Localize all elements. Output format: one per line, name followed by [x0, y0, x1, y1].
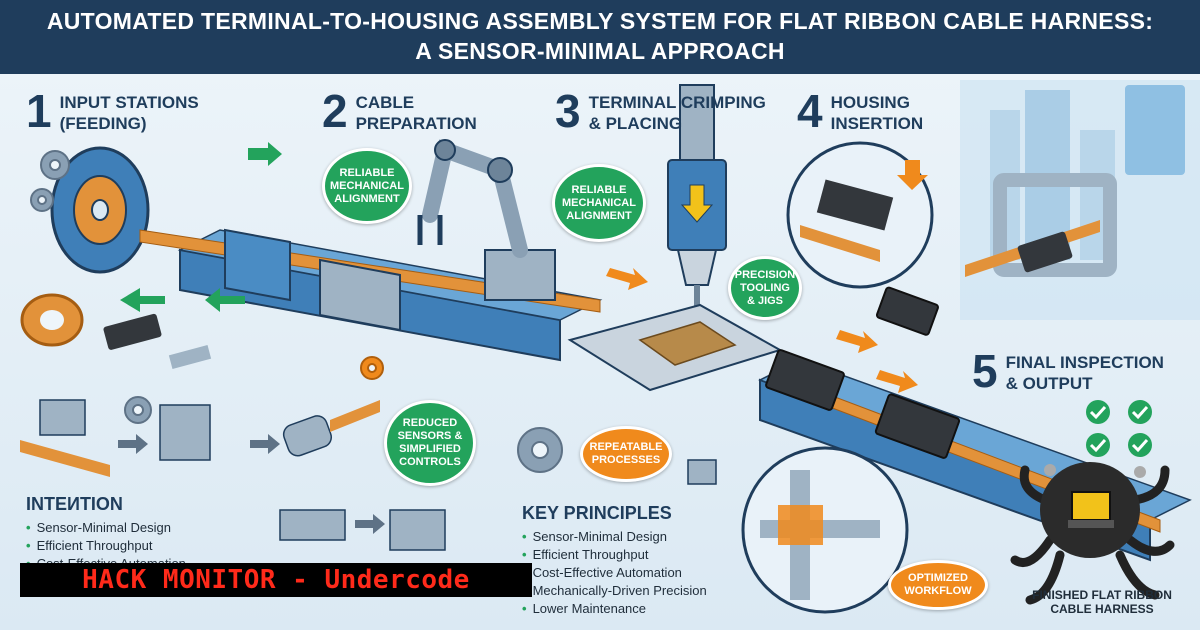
watermark-text: HACK MONITOR - Undercode	[82, 565, 470, 595]
key-principles-heading: KEY PRINCIPLES	[522, 503, 672, 523]
gear-icon	[360, 356, 384, 380]
key-principles-list: KEY PRINCIPLES •Sensor-Minimal Design •E…	[522, 503, 707, 618]
stage-title: TERMINAL CRIMPING& PLACING	[588, 93, 766, 133]
stage-title: INPUT STATIONS(FEEDING)	[59, 93, 199, 133]
robot-arm	[422, 139, 528, 258]
stage-1-heading: 1 INPUT STATIONS(FEEDING)	[26, 88, 199, 134]
robot-base	[484, 249, 556, 301]
watermark-banner: HACK MONITOR - Undercode	[20, 563, 532, 597]
list-item: •Sensor-Minimal Design	[522, 529, 667, 544]
wire-coil-center	[40, 310, 64, 330]
connector-part	[103, 313, 162, 350]
stage-5-heading: 5 FINAL INSPECTION& OUTPUT	[972, 348, 1164, 394]
mini-crimper	[39, 399, 86, 436]
detail-block	[778, 505, 823, 545]
list-item: •Lower Maintenance	[522, 601, 647, 616]
stage-number: 1	[26, 85, 52, 137]
stage-number: 5	[972, 345, 998, 397]
mini-press	[159, 404, 211, 461]
stage-number: 3	[555, 85, 581, 137]
intention-heading: INTEИTION	[26, 494, 123, 514]
stage-number: 2	[322, 85, 348, 137]
city-screen	[1125, 85, 1185, 175]
mini-ribbon	[20, 440, 110, 477]
mini-part	[687, 459, 717, 485]
title-banner: AUTOMATED TERMINAL-TO-HOUSING ASSEMBLY S…	[0, 0, 1200, 74]
check-icon	[1086, 400, 1152, 457]
crimp-needle	[694, 285, 700, 313]
finished-harness-label: FINISHED FLAT RIBBON CABLE HARNESS	[1032, 588, 1172, 616]
mini-ribbon	[330, 400, 380, 432]
arrow-icon	[606, 268, 918, 393]
mini-actuator	[389, 509, 446, 551]
stage-number: 4	[797, 85, 823, 137]
terminal-pin-block	[638, 321, 737, 366]
feeding-station	[224, 228, 291, 302]
terminal-part	[168, 345, 212, 369]
page-title-line2: A SENSOR-MINIMAL APPROACH	[415, 38, 785, 64]
crimp-arrow	[680, 184, 714, 223]
cable-reel-hub	[91, 199, 109, 221]
mini-roller	[282, 415, 333, 457]
stage-3-heading: 3 TERMINAL CRIMPING& PLACING	[555, 88, 766, 134]
list-item: •Cost-Effective Automation	[522, 565, 682, 580]
zoom-down-arrow	[897, 160, 928, 190]
zoom-housing	[816, 179, 894, 231]
robot-gripper	[417, 215, 443, 245]
preparation-frame	[319, 258, 401, 332]
housing-connector	[876, 286, 939, 336]
stage-title: FINAL INSPECTION& OUTPUT	[1005, 353, 1164, 393]
mini-actuator	[279, 509, 346, 541]
list-item: •Mechanically-Driven Precision	[522, 583, 707, 598]
housing-connector	[874, 393, 961, 459]
octopus-hacker-logo	[1010, 462, 1175, 605]
list-item: •Efficient Throughput	[522, 547, 649, 562]
page-title-line1: AUTOMATED TERMINAL-TO-HOUSING ASSEMBLY S…	[46, 8, 1154, 34]
arrow-icon	[120, 142, 282, 312]
list-item: •Efficient Throughput	[26, 538, 153, 553]
intention-list: INTEИTION •Sensor-Minimal Design •Effici…	[26, 494, 186, 573]
arrow-icon	[118, 434, 385, 534]
crimp-head	[676, 249, 718, 286]
zoom-ribbon	[800, 225, 880, 262]
list-item: •Sensor-Minimal Design	[26, 520, 171, 535]
crimp-press-top	[679, 84, 715, 161]
inspection-arch	[993, 173, 1117, 277]
inspection-housing	[1017, 231, 1073, 273]
robot-joint	[434, 139, 456, 161]
gear-icon	[30, 150, 563, 473]
housing-connector	[765, 349, 845, 411]
robot-joint	[487, 157, 513, 183]
